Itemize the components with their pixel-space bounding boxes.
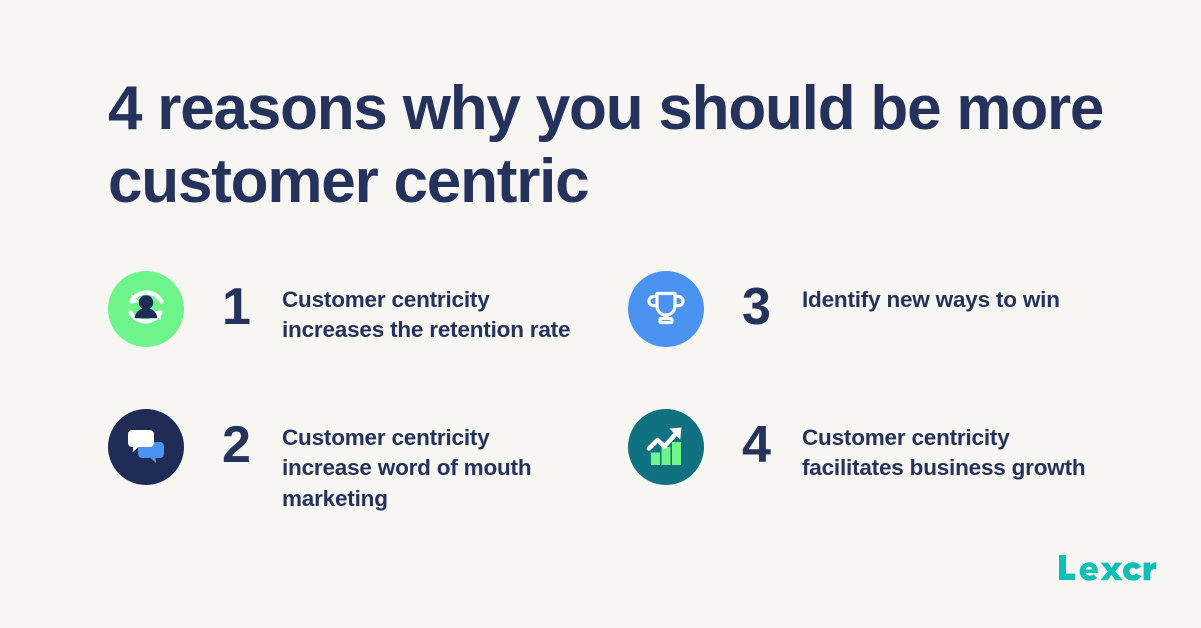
reason-1-text: Customer centricity increases the retent… [282, 287, 571, 343]
reason-4-text: Customer centricity facilitates business… [802, 425, 1086, 481]
lexer-wordmark-icon [1057, 553, 1161, 585]
growth-chart-icon [642, 421, 690, 474]
reason-4-number: 4 [742, 416, 771, 474]
trophy-icon [643, 284, 689, 335]
reason-3-icon-badge [628, 271, 704, 347]
reason-2-icon-badge [108, 409, 184, 485]
reason-item-3: 3 Identify new ways to win [628, 265, 1118, 403]
reason-3-number: 3 [742, 278, 771, 336]
reason-2-number: 2 [222, 416, 251, 474]
reason-item-4: 4 Customer centricity facilitates busine… [628, 403, 1118, 541]
reason-4-icon-badge [628, 409, 704, 485]
retention-person-icon [120, 281, 172, 338]
reason-item-1: 1 Customer centricity increases the rete… [108, 265, 628, 403]
reason-2-text: Customer centricity increase word of mou… [282, 425, 532, 511]
speech-bubbles-icon [122, 421, 170, 474]
reason-1-icon-badge [108, 271, 184, 347]
reason-1-number: 1 [222, 278, 251, 336]
page-title: 4 reasons why you should be more custome… [108, 74, 1104, 217]
reasons-grid: 1 Customer centricity increases the rete… [108, 265, 1118, 541]
reason-3-text: Identify new ways to win [802, 287, 1060, 312]
reason-item-2: 2 Customer centricity increase word of m… [108, 403, 628, 541]
lexer-logo [1057, 552, 1161, 586]
